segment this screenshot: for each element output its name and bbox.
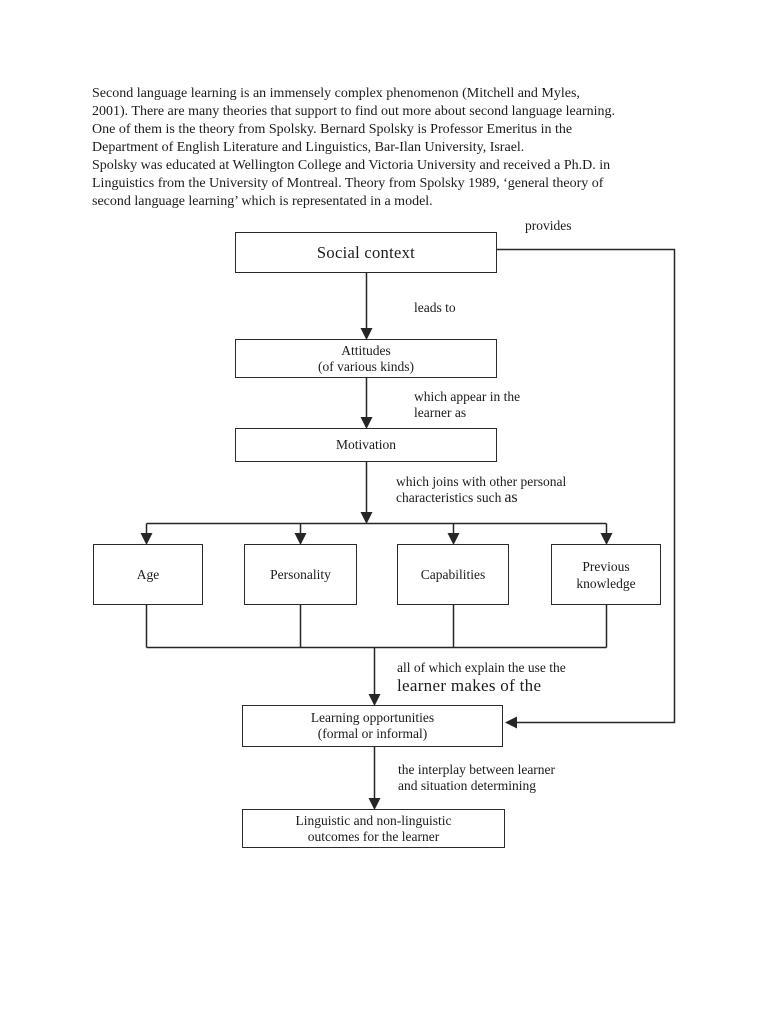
label-line: the interplay between learner [398, 762, 556, 777]
label-line: learner as [414, 404, 467, 420]
label-line: which joins with other personal [396, 474, 567, 489]
box-personality: Personality [244, 544, 357, 605]
box-social-context: Social context [235, 232, 497, 273]
box-linguistic-outcomes: Linguistic and non-linguistic outcomes f… [242, 809, 505, 848]
box-attitudes: Attitudes (of various kinds) [235, 339, 497, 378]
box-label: knowledge [576, 575, 636, 591]
box-label: Personality [270, 566, 331, 582]
arrowhead-branch [360, 512, 373, 524]
paragraph-line: One of them is the theory from Spolsky. … [92, 122, 573, 137]
paragraph-line: Second language learning is an immensely… [92, 86, 580, 101]
box-label: Attitudes [341, 342, 391, 358]
paragraph-line: Department of English Literature and Lin… [92, 140, 525, 155]
paragraph-line: Spolsky was educated at Wellington Colle… [92, 158, 611, 173]
label-provides: provides [525, 218, 572, 233]
box-label: (of various kinds) [318, 358, 414, 374]
box-learning-opportunities: Learning opportunities (formal or inform… [242, 705, 503, 747]
label-which-appear: which appear in the learner as [414, 389, 520, 420]
box-label: Motivation [336, 437, 396, 452]
paragraph-line: second language learning’ which is repre… [92, 194, 433, 209]
label-all-of-which-explain: all of which explain the use the learner… [397, 660, 566, 695]
label-line: learner makes of the [397, 675, 542, 695]
box-label: Learning opportunities [310, 710, 435, 725]
label-line: and situation determining [398, 778, 536, 793]
box-label: Social context [316, 242, 416, 262]
label-line-part: as [504, 489, 518, 506]
label-which-joins: which joins with other personal characte… [396, 474, 566, 506]
box-motivation: Motivation [235, 428, 497, 462]
label-interplay: the interplay between learner and situat… [398, 762, 555, 794]
label-line: all of which explain the use the [397, 660, 566, 675]
box-label: Capabilities [420, 566, 486, 582]
label-leads-to: leads to [414, 300, 456, 315]
box-label: outcomes for the learner [307, 828, 440, 844]
box-label: Linguistic and non-linguistic [295, 812, 452, 828]
box-previous-knowledge: Previous knowledge [551, 544, 661, 605]
box-label: Previous [582, 558, 630, 574]
label-line: which appear in the [414, 389, 521, 404]
box-label: (formal or informal) [317, 726, 428, 741]
paragraph-line: 2001). There are many theories that supp… [92, 104, 616, 119]
label-line-part: characteristics such [396, 490, 502, 505]
intro-paragraph: Second language learning is an immensely… [92, 85, 732, 211]
arrowhead-provides-into-learning [505, 716, 517, 729]
box-age: Age [93, 544, 203, 605]
box-label: Age [136, 566, 160, 582]
box-capabilities: Capabilities [397, 544, 509, 605]
paragraph-line: Linguistics from the University of Montr… [92, 176, 604, 191]
